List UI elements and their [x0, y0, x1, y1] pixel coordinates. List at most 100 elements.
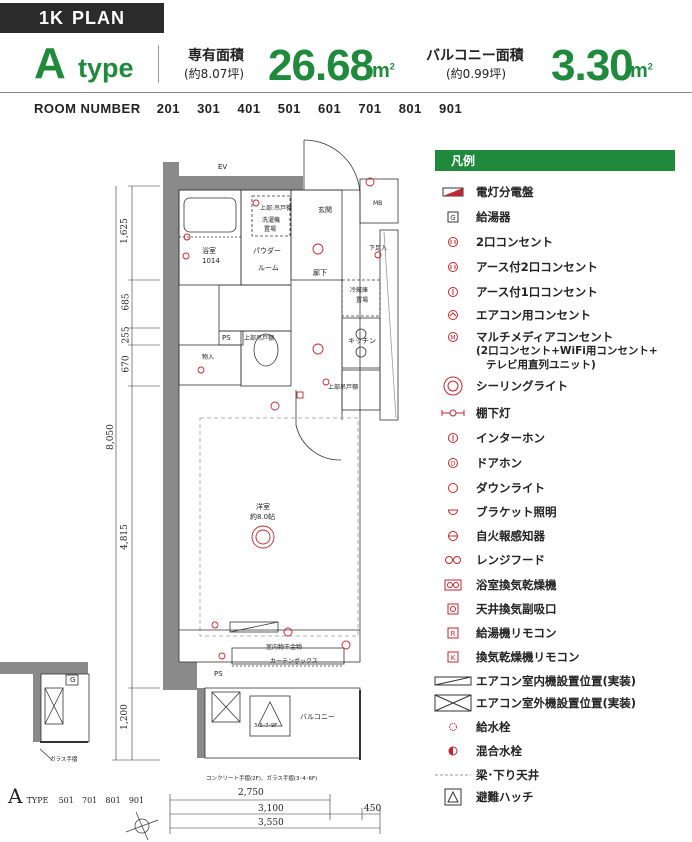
dim-v-3: 255	[121, 326, 132, 344]
svg-text:K: K	[451, 654, 456, 662]
legend-item: 2口コンセント	[430, 233, 690, 255]
double-outlet-icon	[430, 233, 476, 251]
sw-wall	[163, 662, 197, 690]
curtain-rail-label: 室内物干金物	[266, 644, 303, 651]
dim-h-1: 2,750	[238, 788, 264, 798]
downlight-icon	[430, 479, 476, 497]
legend-item: 給水栓	[430, 718, 690, 740]
svg-text:D: D	[451, 461, 456, 468]
compass	[125, 811, 159, 841]
svg-text:G: G	[450, 214, 455, 222]
legend-item: ブラケット照明	[430, 503, 690, 525]
legend-item: K 換気乾燥機リモコン	[430, 648, 690, 670]
dim-v-4: 670	[121, 355, 132, 373]
dim-v-5: 8,050	[105, 424, 116, 450]
mb-label: MB	[373, 200, 383, 207]
svg-text:R: R	[451, 630, 456, 638]
legend-item: アース付2口コンセント	[430, 258, 690, 280]
hall-label: 廊下	[313, 269, 327, 277]
ceiling-light-icon	[430, 376, 476, 396]
legend-item: 棚下灯	[430, 404, 690, 426]
variant-room: 701	[82, 796, 98, 805]
washer-space-label: 置場	[264, 226, 277, 233]
bath-dryer-icon	[430, 576, 476, 594]
legend-item: 梁･下り天井	[430, 766, 690, 788]
balcony-label: バルコニー	[300, 713, 335, 721]
type-word: type	[78, 53, 134, 83]
variant-label: A TYPE 501 701 801 901	[8, 784, 144, 808]
legend-item: エアコン室内機設置位置(実装)	[430, 672, 690, 694]
shoe-box-label-top: 上部:吊戸棚	[260, 205, 293, 212]
legend-item: 天井換気副吸口	[430, 600, 690, 622]
legend-item: M マルチメディアコンセント (2口コンセント+WiFi用コンセント+ テレビ用…	[430, 328, 690, 374]
legend-item: D ドアホン	[430, 454, 690, 476]
room-number: 701	[358, 101, 382, 116]
type-letter: A	[34, 39, 66, 88]
shoes-label: 下足入	[369, 245, 388, 252]
dim-v-2: 685	[121, 293, 132, 311]
west-wall	[163, 162, 179, 690]
balcony-area-value: 3.30	[551, 41, 634, 90]
legend-item: R 給湯機リモコン	[430, 624, 690, 646]
plan-tag: 1K PLAN	[0, 3, 164, 33]
private-area-tsubo: (約8.07坪)	[184, 67, 245, 81]
plan-tag-prefix: 1K	[38, 7, 64, 28]
mb-box	[359, 178, 399, 224]
bath-label: 浴室	[202, 247, 216, 255]
beam-line-icon	[430, 766, 476, 784]
legend-title: 凡例	[435, 150, 675, 171]
powder-label: パウダー	[253, 247, 281, 255]
ps-label-2: PS	[214, 670, 223, 678]
legend-item: 混合水栓	[430, 742, 690, 764]
room-number: 601	[318, 101, 342, 116]
legend-item: インターホン	[430, 429, 690, 451]
dim-v-1: 1,625	[119, 218, 130, 244]
ac-indoor-unit-icon	[430, 672, 476, 690]
earthed-single-outlet-icon	[430, 283, 476, 301]
kitchen-label: キッチン	[348, 337, 376, 345]
fridge-label: 冷蔵庫	[350, 287, 369, 294]
dim-h-2: 3,100	[258, 804, 284, 814]
hatch-floors-label: 3･5･7･9F	[254, 723, 278, 729]
variant-room: 901	[128, 796, 145, 805]
variant-room: 801	[105, 796, 121, 805]
svg-text:M: M	[450, 335, 455, 342]
room-number: 301	[197, 101, 221, 116]
western-room-label: 洋室	[256, 503, 270, 511]
header-divider	[158, 45, 159, 83]
powder-label-2: ルーム	[258, 264, 279, 272]
room-number: 801	[398, 101, 422, 116]
plan-tag-suffix: PLAN	[72, 7, 125, 28]
legend-item: エアコン室外機設置位置(実装)	[430, 694, 690, 716]
legend-item: 電灯分電盤	[430, 183, 690, 205]
ps-label: PS	[222, 334, 231, 342]
earthed-double-outlet-icon	[430, 258, 476, 276]
bracket-light-icon	[430, 503, 476, 521]
door-phone-icon: D	[430, 454, 476, 472]
mixer-tap-icon	[430, 742, 476, 760]
fire-alarm-icon	[430, 527, 476, 545]
variant-room: 501	[58, 796, 74, 805]
storage-label: 物入	[202, 354, 215, 361]
washer-label: 洗濯機	[262, 217, 281, 224]
room-number: 501	[277, 101, 301, 116]
multimedia-outlet-icon: M	[430, 328, 476, 346]
legend-item: シーリングライト	[430, 376, 690, 399]
legend-item: エアコン用コンセント	[430, 306, 690, 328]
ev-label: EV	[218, 163, 228, 171]
ac-outlet-icon	[430, 306, 476, 324]
north-wall	[163, 176, 303, 190]
ceiling-vent-icon	[430, 600, 476, 618]
legend-item: ダウンライト	[430, 479, 690, 501]
room-number: 201	[156, 101, 180, 116]
dim-h-3: 450	[364, 804, 382, 814]
legend-item: 自火報感知器	[430, 527, 690, 549]
dim-v-7: 1,200	[119, 704, 130, 730]
legend-item: G 給湯器	[430, 208, 690, 230]
dryer-remote-icon: K	[430, 648, 476, 666]
inset-g-label: G	[70, 676, 76, 684]
room-number-row: ROOM NUMBER 201 301 401 501 601 701 801 …	[34, 101, 475, 116]
balcony-area-tsubo: (約0.99坪)	[446, 67, 507, 81]
header-rule	[0, 92, 692, 93]
private-area-value: 26.68	[268, 41, 374, 90]
